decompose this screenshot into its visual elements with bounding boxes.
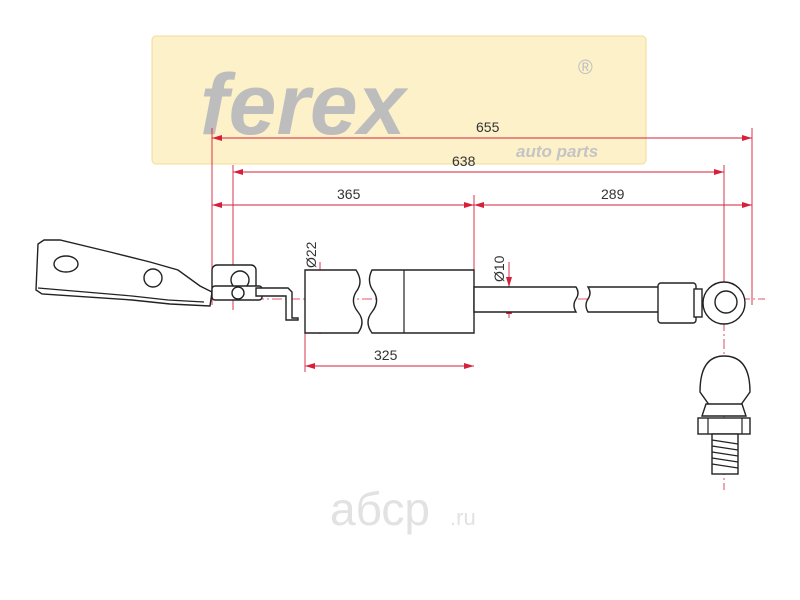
piston-rod [473,286,661,313]
dim-rod-diameter: Ø10 [491,255,507,282]
dim-overall: 655 [476,119,500,135]
logo-tagline: auto parts [516,142,598,161]
watermark-name: абср [330,483,430,535]
logo-background [151,35,647,165]
rod-end-fitting [657,281,746,325]
bracket-hole [143,268,163,288]
dim-cylinder-length: 325 [374,347,398,363]
dim-rod-side: 289 [601,186,625,202]
bracket-slot [53,255,79,273]
dim-body: 638 [452,153,476,169]
logo-registered-mark: ® [578,57,593,79]
dim-cylinder-diameter: Ø22 [303,241,319,268]
watermark-domain: .ru [450,505,476,530]
dim-cylinder-side: 365 [337,186,361,202]
dimension-labels: 655 638 365 289 325 Ø22 Ø10 [303,119,625,363]
logo-brand: ferex [200,57,409,153]
ferex-logo: ferex ® auto parts [151,35,647,165]
cylinder-end-fitting [211,264,299,321]
ball-stud [697,355,751,475]
mounting-bracket [35,239,213,307]
cylinder-body [304,269,475,334]
abcp-watermark: абср .ru [330,483,476,535]
